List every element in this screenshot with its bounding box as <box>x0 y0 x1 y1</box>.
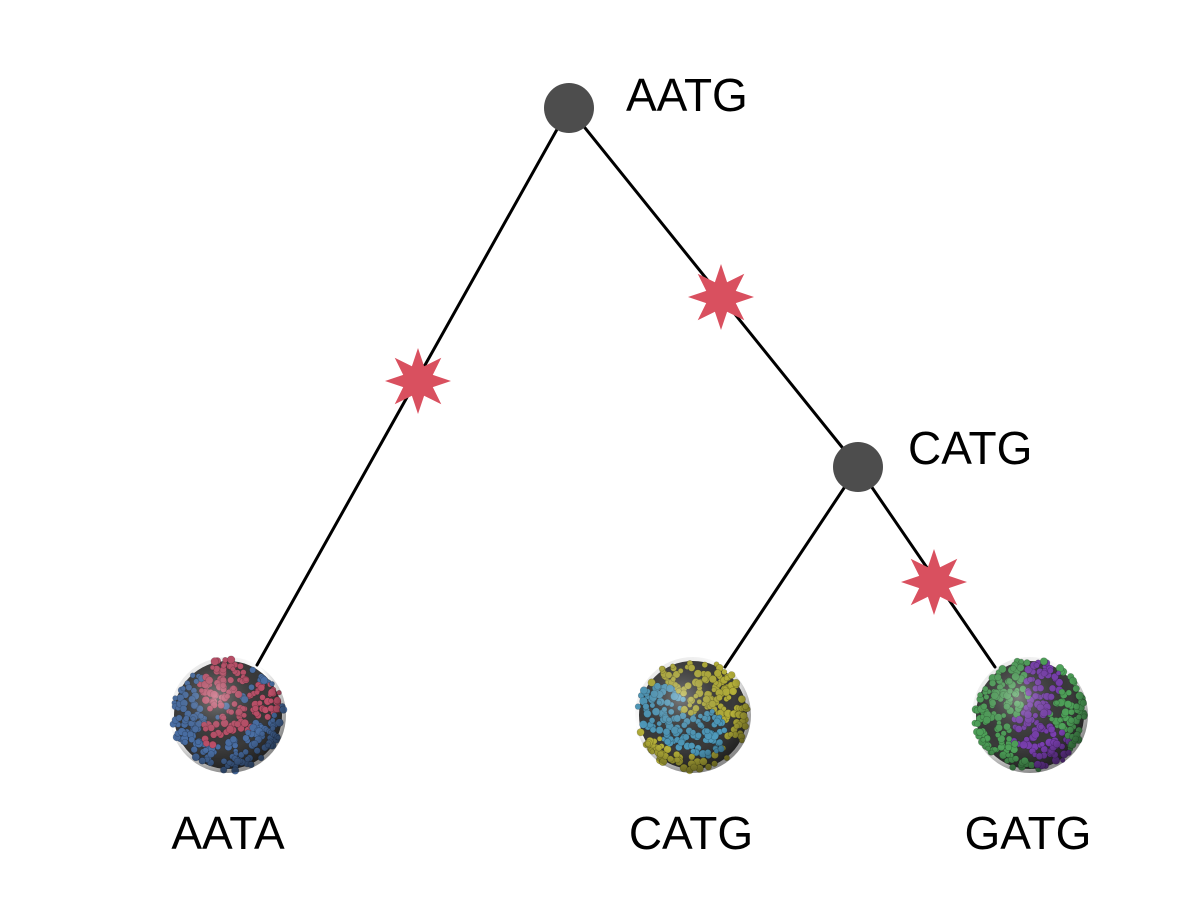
leaf-label-aata: AATA <box>171 807 285 859</box>
leaf-label-gatg: GATG <box>965 807 1092 859</box>
root-node-label: AATG <box>626 69 748 121</box>
virus-icon-gatg <box>971 657 1088 773</box>
virus-icon-catg <box>634 657 751 775</box>
internal-node-catg <box>833 442 883 492</box>
mutation-star-gatg-branch <box>901 549 967 615</box>
mutation-star-aata-branch <box>385 348 451 414</box>
mutation-star-catg-branch <box>688 264 754 330</box>
tree-edges <box>255 106 997 669</box>
mutation-markers <box>385 264 967 615</box>
edge-catg-node-to-catg-leaf <box>723 465 860 669</box>
leaf-label-catg: CATG <box>629 807 753 859</box>
virus-icon-aata <box>169 655 288 775</box>
root-node <box>544 83 594 133</box>
internal-node-label: CATG <box>908 422 1032 474</box>
